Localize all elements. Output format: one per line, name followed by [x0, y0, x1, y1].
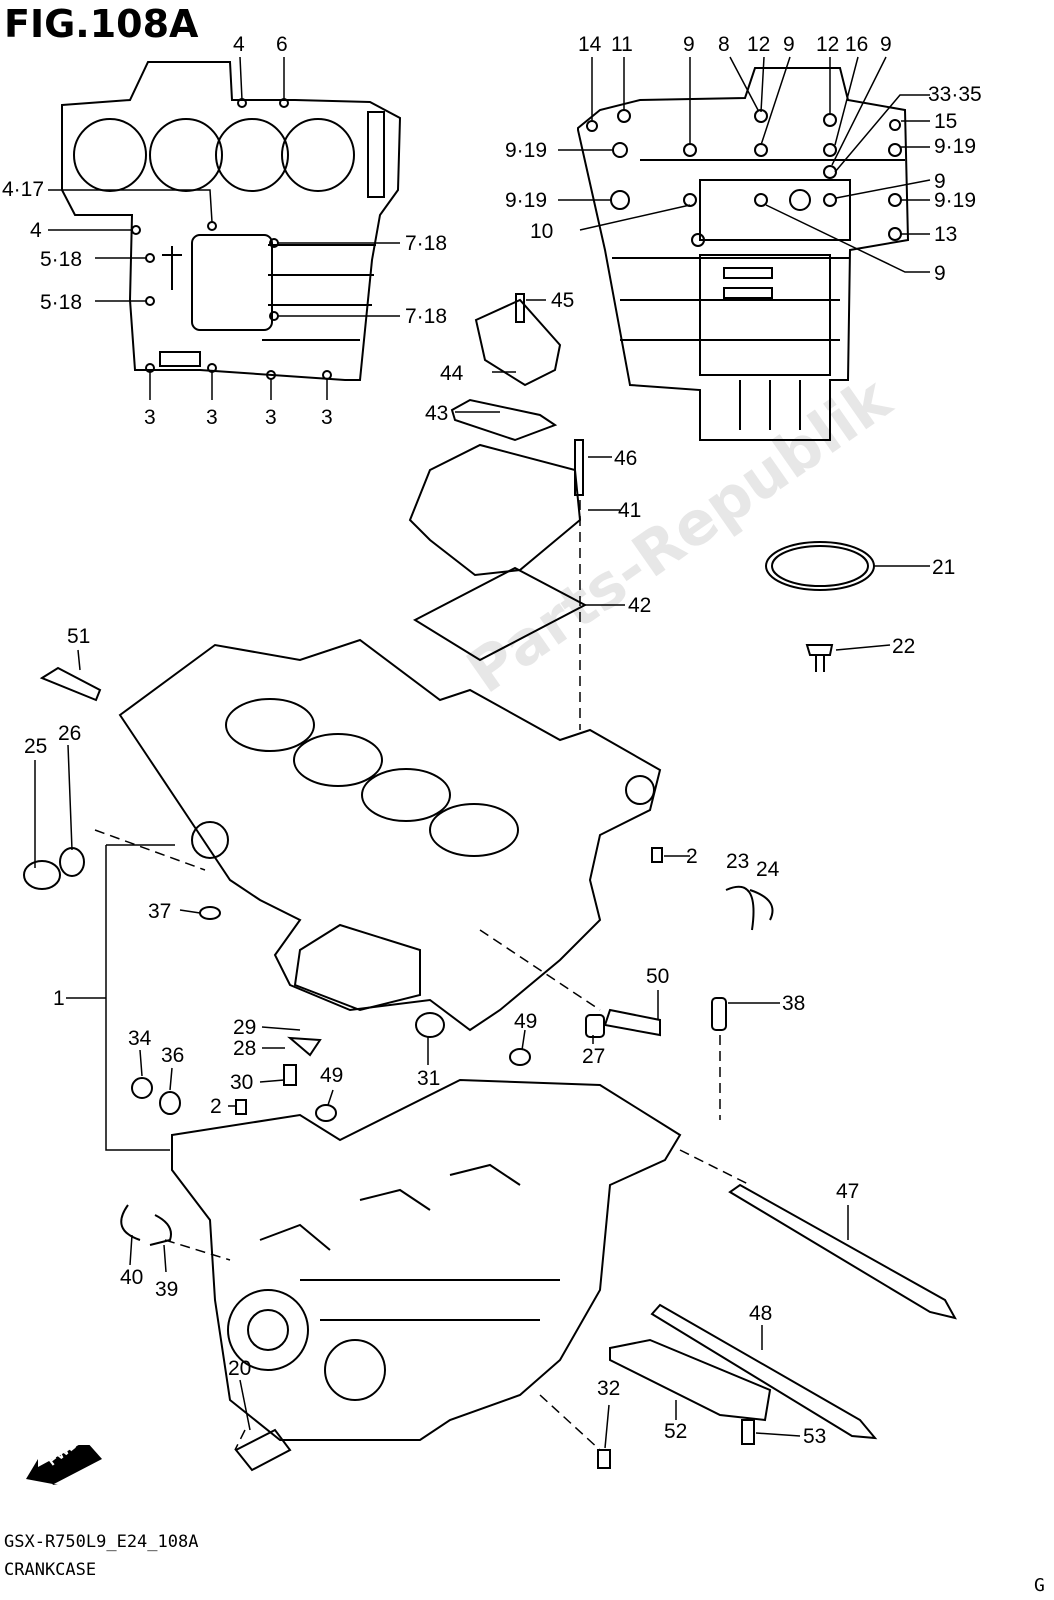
- fwd-arrow-icon: [26, 1445, 102, 1485]
- upper-crankcase-top-view: [61, 61, 402, 381]
- callout: 10: [530, 220, 553, 243]
- callout: 3: [144, 406, 156, 429]
- callout: 11: [611, 33, 633, 56]
- callout: 4: [233, 33, 245, 56]
- assembly-lines: [94, 500, 751, 1451]
- callout: 9: [683, 33, 695, 56]
- callout: 20: [228, 1357, 251, 1380]
- callout: 3: [265, 406, 277, 429]
- figure-title: FIG.108A: [4, 2, 199, 46]
- lower-crankcase-bottom-view: [577, 67, 910, 441]
- callout: 36: [161, 1044, 184, 1067]
- callout: 50: [646, 965, 669, 988]
- callout: 33·35: [928, 83, 982, 106]
- callout: 40: [120, 1266, 143, 1289]
- callout: 16: [845, 33, 868, 56]
- callout: 41: [618, 499, 641, 522]
- callout: 9: [880, 33, 892, 56]
- callout: 28: [233, 1037, 256, 1060]
- callout: 48: [749, 1302, 772, 1325]
- callout: 49: [320, 1064, 343, 1087]
- callout: 4·17: [2, 178, 44, 201]
- callout: 51: [67, 625, 90, 648]
- callout: 49: [514, 1010, 537, 1033]
- corner-letter: G: [1034, 1575, 1045, 1596]
- callout: 30: [230, 1071, 253, 1094]
- callout: 4: [30, 219, 42, 242]
- callout: 3: [206, 406, 218, 429]
- callout: 2: [686, 845, 698, 868]
- callout: 39: [155, 1278, 178, 1301]
- callout: 47: [836, 1180, 859, 1203]
- callout: 6: [276, 33, 288, 56]
- upper-crankcase-bolt-holes: [131, 98, 332, 380]
- callout: 9·19: [505, 139, 547, 162]
- callout: 26: [58, 722, 81, 745]
- callout: 12: [747, 33, 770, 56]
- callout: 24: [756, 858, 780, 881]
- callout: 13: [934, 223, 957, 246]
- callout: 23: [726, 850, 749, 873]
- callout: 31: [417, 1067, 440, 1090]
- callout-labels: 4 6 4·17 4 5·18 5·18 7·18 7·18 3 3 3 3 1…: [2, 33, 982, 1448]
- callout: 1: [53, 987, 65, 1010]
- callout: 7·18: [405, 305, 447, 328]
- leader-lines: [34, 56, 931, 1449]
- callout: 22: [892, 635, 915, 658]
- callout: 44: [440, 362, 464, 385]
- callout: 52: [664, 1420, 687, 1443]
- callout: 9: [934, 170, 946, 193]
- callout: 7·18: [405, 232, 447, 255]
- callout: 12: [816, 33, 839, 56]
- callout: 34: [128, 1027, 152, 1050]
- callout: 27: [582, 1045, 605, 1068]
- model-code: GSX-R750L9_E24_108A: [4, 1532, 199, 1552]
- part-name: CRANKCASE: [4, 1560, 97, 1580]
- callout: 5·18: [40, 291, 82, 314]
- callout: 14: [578, 33, 602, 56]
- callout: 9·19: [934, 189, 976, 212]
- callout: 53: [803, 1425, 826, 1448]
- callout: 5·18: [40, 248, 82, 271]
- callout: 46: [614, 447, 637, 470]
- small-parts: [23, 541, 957, 1472]
- callout: 8: [718, 33, 730, 56]
- lower-crankcase-bolt-holes: [586, 109, 902, 247]
- callout: 2: [210, 1095, 222, 1118]
- callout: 37: [148, 900, 171, 923]
- callout: 3: [321, 406, 333, 429]
- callout: 45: [551, 289, 574, 312]
- callout: 25: [24, 735, 47, 758]
- callout: 9: [934, 262, 946, 285]
- breather-assembly: [408, 293, 588, 662]
- callout: 9: [783, 33, 795, 56]
- callout: 9·19: [934, 135, 976, 158]
- lower-crankcase-iso: [171, 1078, 682, 1441]
- callout: 29: [233, 1016, 256, 1039]
- callout: 21: [932, 556, 955, 579]
- callout: 15: [934, 110, 957, 133]
- callout: 42: [628, 594, 651, 617]
- callout: 32: [597, 1377, 620, 1400]
- callout: 43: [425, 402, 448, 425]
- upper-crankcase-iso: [118, 638, 662, 1032]
- callout: 9·19: [505, 189, 547, 212]
- callout: 38: [782, 992, 805, 1015]
